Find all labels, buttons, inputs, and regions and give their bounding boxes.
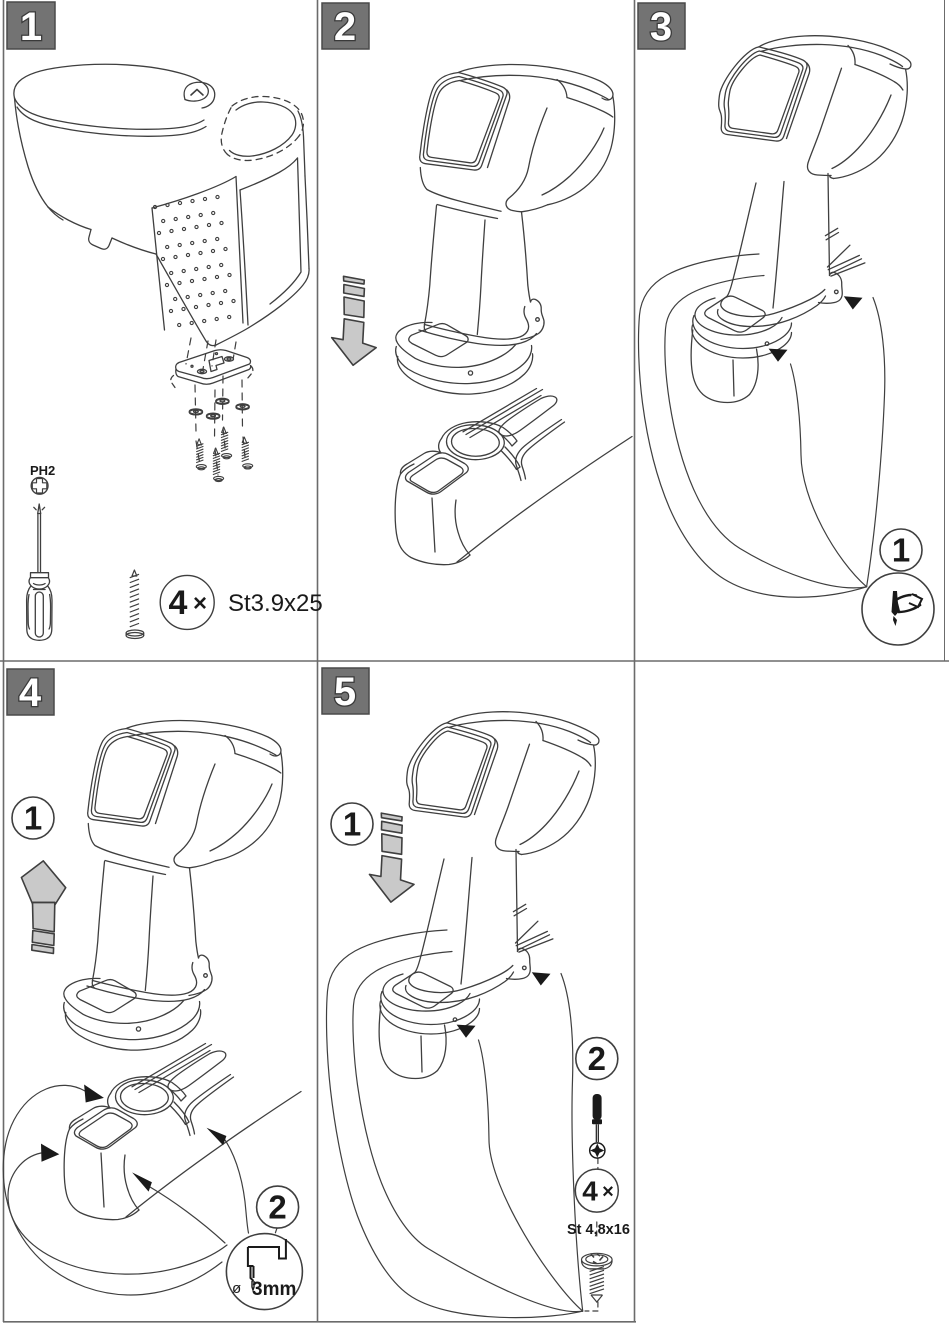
svg-text:St 4,8x16: St 4,8x16	[567, 1222, 630, 1238]
svg-text:2: 2	[334, 5, 356, 49]
svg-text:4: 4	[169, 584, 188, 622]
svg-text:4: 4	[19, 671, 42, 715]
svg-text:4: 4	[582, 1176, 598, 1207]
svg-text:PH2: PH2	[30, 463, 55, 478]
svg-text:1: 1	[20, 5, 42, 49]
svg-text:3mm: 3mm	[252, 1279, 296, 1300]
svg-text:ø: ø	[232, 1280, 241, 1297]
svg-text:St3.9x25: St3.9x25	[228, 590, 323, 617]
svg-text:×: ×	[602, 1181, 614, 1203]
svg-text:3: 3	[650, 5, 672, 49]
svg-text:5: 5	[334, 670, 356, 714]
svg-text:×: ×	[193, 590, 207, 617]
